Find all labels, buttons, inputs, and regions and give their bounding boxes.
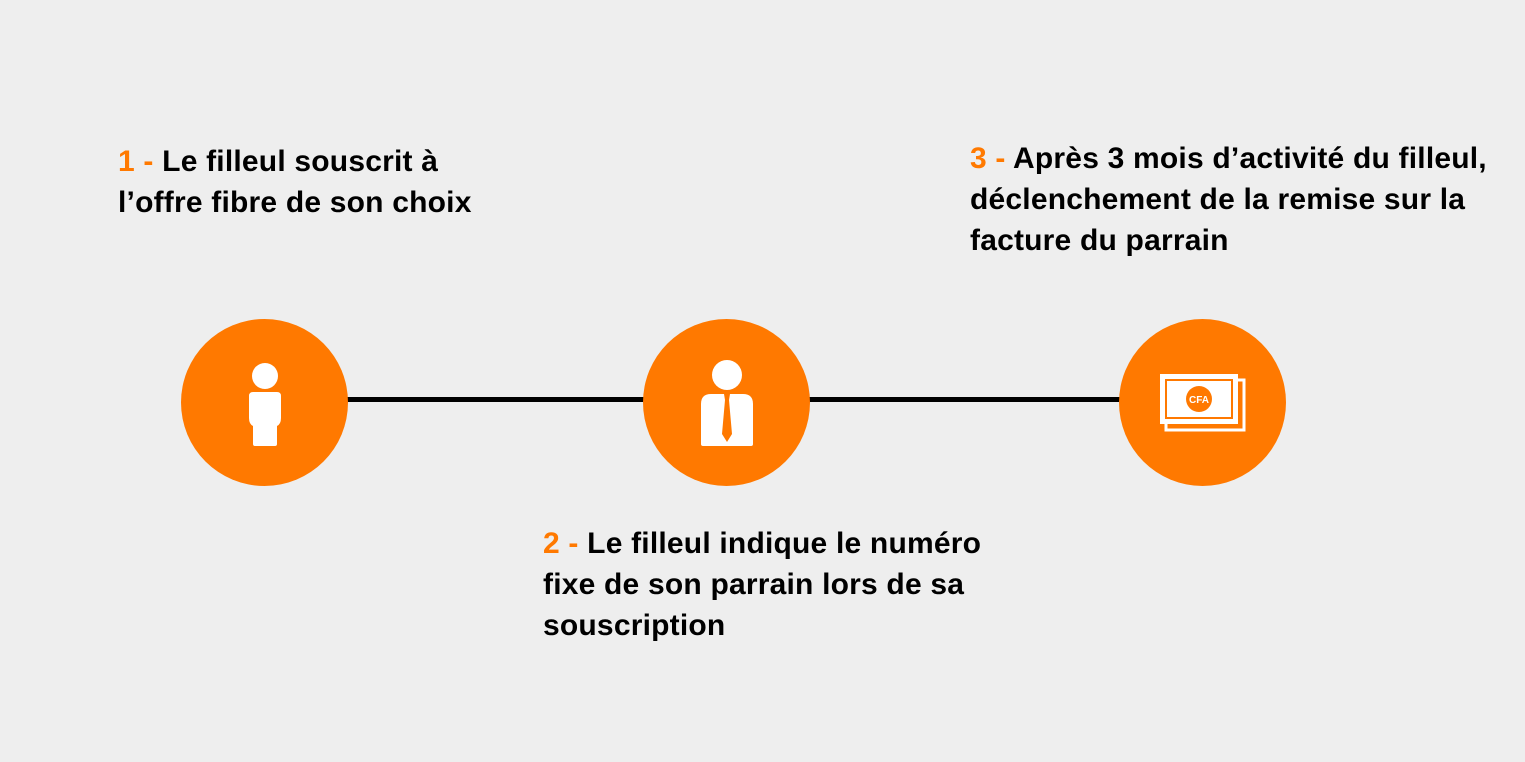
step-1-number: 1 - (118, 145, 154, 178)
step-2-circle (643, 319, 810, 486)
step-2-number: 2 - (543, 527, 579, 560)
step-1-description: 1 - Le filleul souscrit à l’offre fibre … (118, 141, 498, 223)
step-3-circle: CFA (1119, 319, 1286, 486)
step-2-description: 2 - Le filleul indique le numéro fixe de… (543, 523, 1023, 646)
cfa-banknote-icon: CFA (1159, 373, 1245, 431)
step-3-description: 3 - Après 3 mois d’activité du filleul, … (970, 138, 1510, 261)
step-3-label: Après 3 mois d’activité du filleul, décl… (970, 142, 1487, 257)
step-3-number: 3 - (970, 142, 1006, 175)
businessman-icon (700, 359, 753, 446)
step-2-label: Le filleul indique le numéro fixe de son… (543, 527, 982, 642)
cfa-label: CFA (1189, 395, 1209, 406)
person-icon (248, 362, 281, 446)
step-1-circle (181, 319, 348, 486)
step-1-label: Le filleul souscrit à l’offre fibre de s… (118, 145, 472, 219)
